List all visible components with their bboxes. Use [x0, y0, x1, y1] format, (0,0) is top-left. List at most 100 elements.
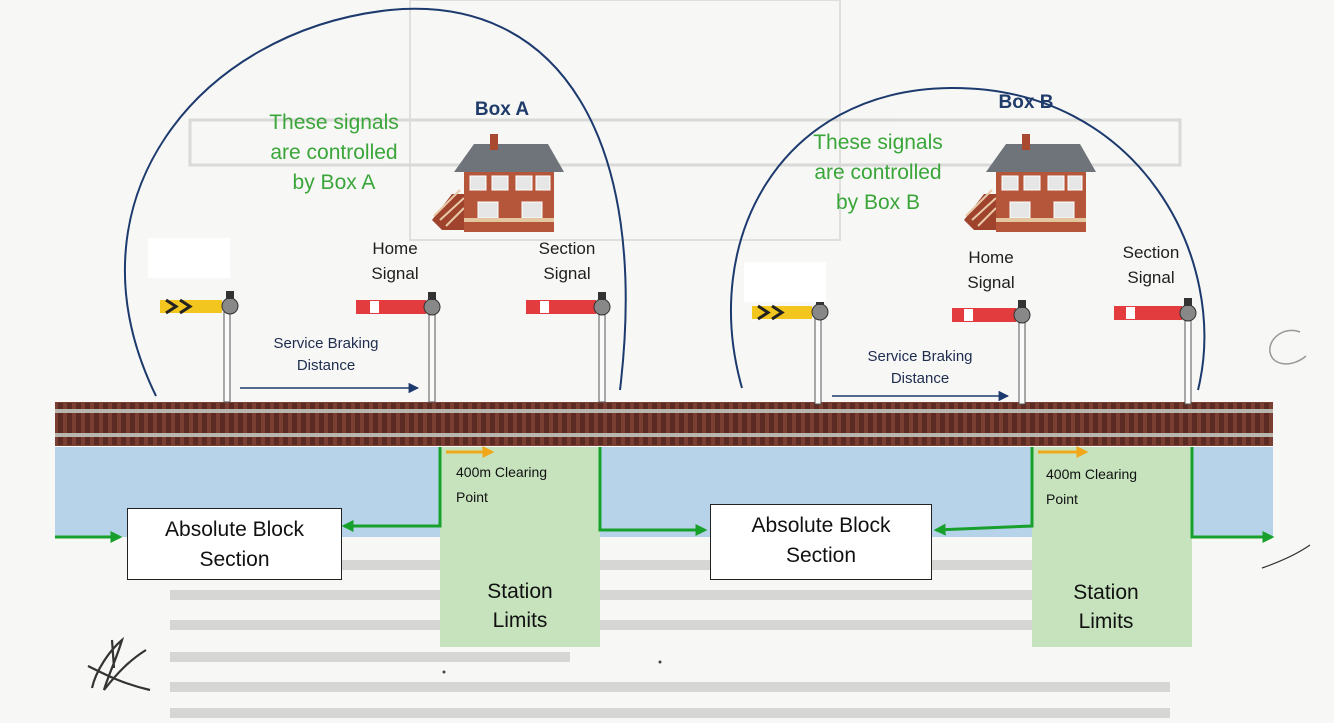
track-sleeper: [652, 403, 657, 445]
absolute-block-section-box-b: Absolute Block Section: [710, 504, 932, 580]
track-sleeper: [256, 403, 261, 445]
track-sleeper: [526, 403, 531, 445]
track-sleeper: [832, 403, 837, 445]
track-sleeper: [769, 403, 774, 445]
track-sleeper: [1111, 403, 1116, 445]
track-sleeper: [940, 403, 945, 445]
track-sleeper: [796, 403, 801, 445]
track-sleeper: [1093, 403, 1098, 445]
track-sleeper: [1057, 403, 1062, 445]
track-sleeper: [58, 403, 63, 445]
track-sleeper: [1066, 403, 1071, 445]
track-sleeper: [598, 403, 603, 445]
track-sleeper: [742, 403, 747, 445]
track-sleeper: [418, 403, 423, 445]
signal-box-building-icon: [964, 134, 1096, 232]
track-sleeper: [1219, 403, 1224, 445]
semaphore-signal-icon: [526, 292, 611, 316]
track-sleeper: [634, 403, 639, 445]
track-sleeper: [229, 403, 234, 445]
track-sleeper: [1228, 403, 1233, 445]
track-sleeper: [310, 403, 315, 445]
track-sleeper: [220, 403, 225, 445]
track-sleeper: [76, 403, 81, 445]
track-sleeper: [391, 403, 396, 445]
controlled-text-box-b: These signals are controlled by Box B: [813, 131, 943, 214]
section-signal-label-a: Section Signal: [538, 239, 596, 283]
track-sleeper: [337, 403, 342, 445]
hole-punch-mark: [1269, 329, 1307, 365]
track-sleeper: [706, 403, 711, 445]
station-limits-zone-a: [440, 447, 600, 647]
station-limits-label-b: Station Limits: [1073, 581, 1139, 633]
distant-signal-icon: [752, 297, 829, 321]
box-a-title: Box A: [474, 99, 530, 120]
track-sleeper: [247, 403, 252, 445]
signal-box-building-icon: [432, 134, 564, 232]
track-sleeper: [472, 403, 477, 445]
track-sleeper: [697, 403, 702, 445]
track-sleeper: [193, 403, 198, 445]
track-sleeper: [1030, 403, 1035, 445]
track-sleeper: [1174, 403, 1179, 445]
track-sleeper: [355, 403, 360, 445]
track-sleeper: [265, 403, 270, 445]
home-signal-label-a: Home Signal: [371, 239, 419, 283]
track-sleeper: [553, 403, 558, 445]
track-sleeper: [1021, 403, 1026, 445]
track-sleeper: [157, 403, 162, 445]
track-sleeper: [913, 403, 918, 445]
track-sleeper: [67, 403, 72, 445]
semaphore-signal-icon: [952, 300, 1031, 324]
track-sleeper: [490, 403, 495, 445]
box-b-title: Box B: [998, 92, 1054, 113]
track-sleeper: [211, 403, 216, 445]
track-sleeper: [382, 403, 387, 445]
section-signal-label-b: Section Signal: [1122, 243, 1180, 287]
track-sleeper: [841, 403, 846, 445]
track-sleeper: [778, 403, 783, 445]
track-sleeper: [445, 403, 450, 445]
track-sleeper: [121, 403, 126, 445]
track-sleeper: [814, 403, 819, 445]
track-sleeper: [1183, 403, 1188, 445]
track-sleeper: [409, 403, 414, 445]
label-mask: [148, 238, 230, 278]
track-sleeper: [616, 403, 621, 445]
track-sleeper: [724, 403, 729, 445]
track-sleeper: [895, 403, 900, 445]
track-sleeper: [1048, 403, 1053, 445]
track-sleeper: [130, 403, 135, 445]
track-sleeper: [787, 403, 792, 445]
track-sleeper: [850, 403, 855, 445]
track-sleeper: [148, 403, 153, 445]
semaphore-signal-icon: [1114, 298, 1197, 322]
track-sleeper: [580, 403, 585, 445]
track-sleeper: [607, 403, 612, 445]
track-sleeper: [1129, 403, 1134, 445]
track-sleeper: [859, 403, 864, 445]
track-sleeper: [1120, 403, 1125, 445]
track-sleeper: [292, 403, 297, 445]
track-sleeper: [517, 403, 522, 445]
track-sleeper: [166, 403, 171, 445]
track-sleeper: [1012, 403, 1017, 445]
track-sleeper: [328, 403, 333, 445]
track-sleeper: [301, 403, 306, 445]
track-sleeper: [1237, 403, 1242, 445]
track-sleeper: [823, 403, 828, 445]
track-sleeper: [535, 403, 540, 445]
semaphore-signal-icon: [356, 292, 441, 316]
handwritten-signature: [87, 636, 151, 692]
track-sleeper: [175, 403, 180, 445]
track-sleeper: [463, 403, 468, 445]
track-sleeper: [562, 403, 567, 445]
track-sleeper: [499, 403, 504, 445]
track-sleeper: [805, 403, 810, 445]
control-arc-box-a: [123, 7, 627, 397]
home-signal-label-b: Home Signal: [967, 248, 1015, 292]
track-sleeper: [679, 403, 684, 445]
track-sleeper: [1075, 403, 1080, 445]
track-sleeper: [904, 403, 909, 445]
station-limits-zone-b: [1032, 447, 1192, 647]
